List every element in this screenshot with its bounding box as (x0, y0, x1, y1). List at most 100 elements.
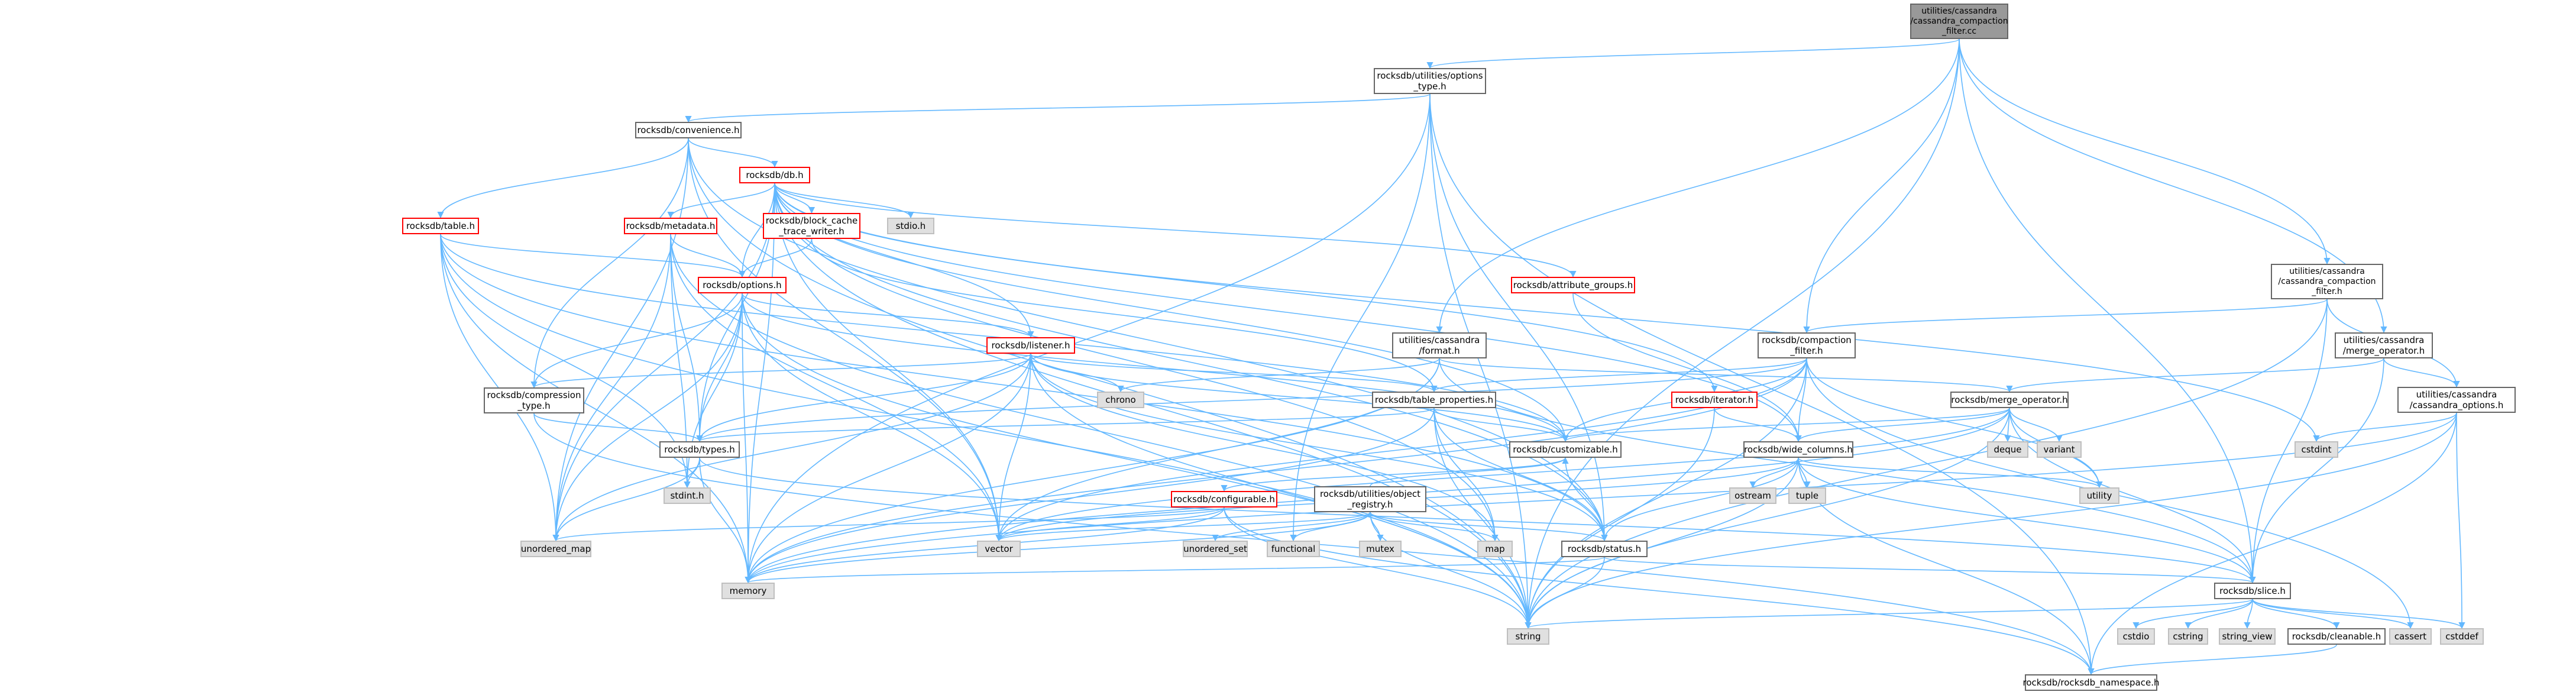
node-ostream: ostream (1729, 487, 1776, 504)
edge-cassandra_compaction_filter_h-to-compaction_filter (1803, 299, 2328, 334)
node-metadata[interactable]: rocksdb/metadata.h (624, 218, 717, 234)
node-wide-columns[interactable]: rocksdb/wide_columns.h (1743, 441, 1853, 458)
node-listener[interactable]: rocksdb/listener.h (986, 337, 1075, 354)
edge-listener-to-unordered_map (552, 353, 1031, 542)
edge-db-to-attribute_groups (774, 183, 1577, 278)
edge-cassandra_compaction_filter_h-to-slice (2249, 299, 2328, 584)
node-options[interactable]: rocksdb/options.h (698, 277, 787, 293)
edge-root-to-string (1525, 38, 1960, 629)
edge-db-to-status (774, 183, 1608, 542)
node-db[interactable]: rocksdb/db.h (739, 167, 810, 183)
edge-customizable-to-status (1565, 457, 1608, 542)
edge-table_properties-to-map (1433, 408, 1499, 542)
edge-merge_operator-to-customizable (1562, 408, 2010, 442)
edge-compaction_filter-to-wide_columns (1795, 358, 1807, 442)
edge-options-to-customizable (742, 293, 1569, 442)
edge-cassandra_format-to-vector (995, 358, 1440, 542)
edge-root-to-compaction_filter (1803, 38, 1960, 334)
node-merge-operator[interactable]: rocksdb/merge_operator.h (1950, 392, 2069, 408)
edge-cassandra_format-to-memory (745, 358, 1440, 584)
edge-compaction_filter-to-utility (1806, 358, 2103, 489)
edge-options-to-listener (742, 293, 1034, 338)
node-cassandra-merge-operator[interactable]: utilities/cassandra /merge_operator.h (2335, 332, 2433, 358)
node-cassandra-compaction-filter-h[interactable]: utilities/cassandra /cassandra_compactio… (2271, 264, 2383, 299)
edge-table_properties-to-customizable (1433, 408, 1569, 442)
edge-cassandra_options-to-string (1525, 412, 2457, 629)
node-cassandra-options[interactable]: utilities/cassandra /cassandra_options.h (2397, 387, 2516, 413)
node-deque: deque (1987, 441, 2028, 458)
edge-cassandra_options-to-rocksdb_namespace (2088, 412, 2457, 675)
edge-metadata-to-options (670, 234, 746, 278)
edge-table-to-string (440, 234, 1532, 629)
node-root: utilities/cassandra /cassandra_compactio… (1910, 4, 2008, 39)
edge-db-to-block_cache (774, 183, 815, 214)
edge-object_registry-to-customizable (1370, 457, 1569, 487)
node-memory: memory (721, 583, 775, 599)
edge-slice-to-string_view (2244, 599, 2253, 629)
edge-convenience-to-table (437, 138, 689, 219)
edge-listener-to-table_properties (1030, 353, 1438, 393)
node-compression-type[interactable]: rocksdb/compression _type.h (484, 387, 584, 413)
node-cassandra-format[interactable]: utilities/cassandra /format.h (1392, 332, 1487, 358)
node-customizable[interactable]: rocksdb/customizable.h (1509, 441, 1622, 458)
edge-cleanable-to-rocksdb_namespace (2088, 644, 2337, 675)
edge-cassandra_compaction_filter_h-to-string (1525, 299, 2328, 629)
edge-db-to-vector (774, 183, 1002, 542)
node-table[interactable]: rocksdb/table.h (402, 218, 479, 234)
edge-db-to-listener (774, 183, 1034, 338)
node-variant: variant (2037, 441, 2082, 458)
edge-table_properties-to-status (1433, 408, 1608, 542)
edge-listener-to-compression_type (530, 353, 1031, 389)
node-map: map (1477, 541, 1513, 557)
edge-options_type-to-convenience (685, 93, 1431, 123)
node-cleanable[interactable]: rocksdb/cleanable.h (2287, 628, 2386, 645)
node-rocksdb-namespace[interactable]: rocksdb/rocksdb_namespace.h (2023, 674, 2160, 691)
edge-cassandra_format-to-merge_operator (1439, 358, 2013, 393)
edge-db-to-memory (745, 183, 775, 584)
node-options-type[interactable]: rocksdb/utilities/options _type.h (1374, 68, 1486, 94)
node-types[interactable]: rocksdb/types.h (659, 441, 740, 458)
edge-cassandra_options-to-cstddef (2456, 412, 2465, 629)
edge-compression_type-to-types (533, 413, 703, 442)
edge-convenience-to-unordered_map (552, 138, 689, 542)
node-cstring: cstring (2168, 628, 2208, 645)
edge-listener-to-memory (745, 353, 1031, 584)
node-string-view: string_view (2219, 628, 2276, 645)
edge-metadata-to-vector (670, 234, 1002, 542)
edge-options_type-to-memory (745, 93, 1431, 584)
edge-block_cache-to-options (739, 238, 813, 278)
node-convenience[interactable]: rocksdb/convenience.h (635, 122, 742, 138)
edge-listener-to-customizable (1030, 353, 1569, 442)
node-configurable[interactable]: rocksdb/configurable.h (1171, 491, 1277, 507)
edge-iterator-to-wide_columns (1714, 408, 1802, 442)
edge-cassandra_options-to-memory (745, 412, 2457, 584)
node-status[interactable]: rocksdb/status.h (1561, 541, 1648, 557)
node-block-cache[interactable]: rocksdb/block_cache _trace_writer.h (763, 213, 860, 239)
node-slice[interactable]: rocksdb/slice.h (2214, 583, 2291, 599)
node-object-registry[interactable]: rocksdb/utilities/object _registry.h (1314, 486, 1426, 512)
node-unordered-map: unordered_map (520, 541, 591, 557)
node-table-properties[interactable]: rocksdb/table_properties.h (1372, 392, 1496, 408)
node-compaction-filter[interactable]: rocksdb/compaction _filter.h (1758, 332, 1856, 358)
node-iterator[interactable]: rocksdb/iterator.h (1671, 392, 1758, 408)
edge-table-to-status (440, 234, 1608, 542)
edge-object_registry-to-memory (745, 512, 1371, 584)
edge-table-to-memory (440, 234, 752, 584)
edge-types-to-unordered_map (552, 457, 700, 542)
edge-object_registry-to-unordered_set (1212, 512, 1371, 542)
node-vector: vector (977, 541, 1021, 557)
edge-db-to-cstdint (774, 183, 2320, 442)
edge-listener-to-status (1030, 353, 1608, 542)
edge-customizable-to-configurable (1221, 457, 1566, 492)
node-cstddef: cstddef (2440, 628, 2484, 645)
node-attribute-groups[interactable]: rocksdb/attribute_groups.h (1511, 277, 1635, 293)
edge-db-to-unordered_map (552, 183, 775, 542)
edge-slice-to-cstring (2185, 599, 2253, 629)
edge-status-to-memory (745, 557, 1605, 584)
edge-cassandra_options-to-cstdint (2313, 412, 2457, 442)
edge-db-to-string (774, 183, 1532, 629)
edge-table_properties-to-memory (745, 408, 1435, 584)
edge-options_type-to-string (1429, 93, 1532, 629)
